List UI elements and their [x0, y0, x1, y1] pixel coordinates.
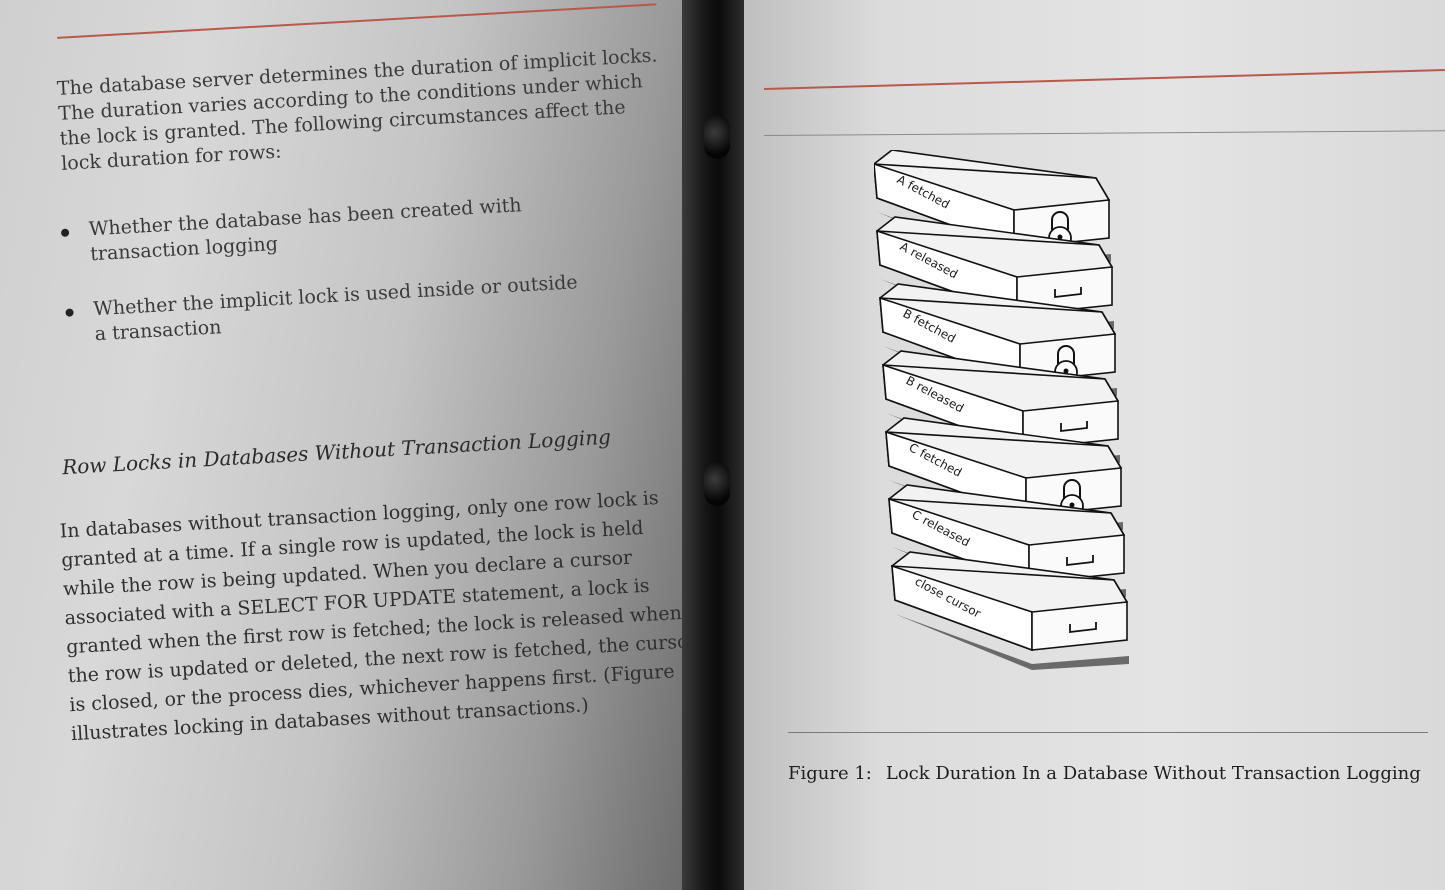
binder-ring	[704, 115, 730, 159]
body-paragraph: In databases without transaction logging…	[59, 487, 682, 746]
intro-paragraph: The database server determines the durat…	[56, 44, 658, 175]
left-page: The database server determines the durat…	[0, 0, 682, 890]
caption-label: Figure 1:	[788, 763, 872, 784]
bullet-item: Whether the implicit lock is used inside…	[65, 270, 587, 349]
caption-rule	[788, 732, 1428, 733]
binder-ring	[704, 462, 730, 506]
drawer-handle-icon	[1069, 622, 1097, 634]
header-rule	[57, 3, 657, 39]
drawer: close cursor	[891, 551, 1129, 670]
bullet-list: Whether the database has been created wi…	[60, 190, 588, 379]
header-rule	[764, 68, 1445, 90]
drawer-handle-icon	[1054, 287, 1082, 299]
caption-text: Lock Duration In a Database Without Tran…	[885, 763, 1421, 784]
left-page-content: The database server determines the durat…	[0, 0, 682, 889]
binder-gutter	[682, 0, 744, 890]
drawer-handle-icon	[1066, 555, 1094, 567]
figure-caption: Figure 1: Lock Duration In a Database Wi…	[788, 760, 1438, 788]
bullet-item: Whether the database has been created wi…	[60, 190, 582, 269]
drawer-shadow	[895, 614, 1129, 670]
drawer-front-face	[1031, 601, 1128, 651]
drawer-handle-icon	[1060, 421, 1088, 433]
header-thin-rule	[764, 130, 1445, 136]
section-heading: Row Locks in Databases Without Transacti…	[61, 424, 612, 480]
